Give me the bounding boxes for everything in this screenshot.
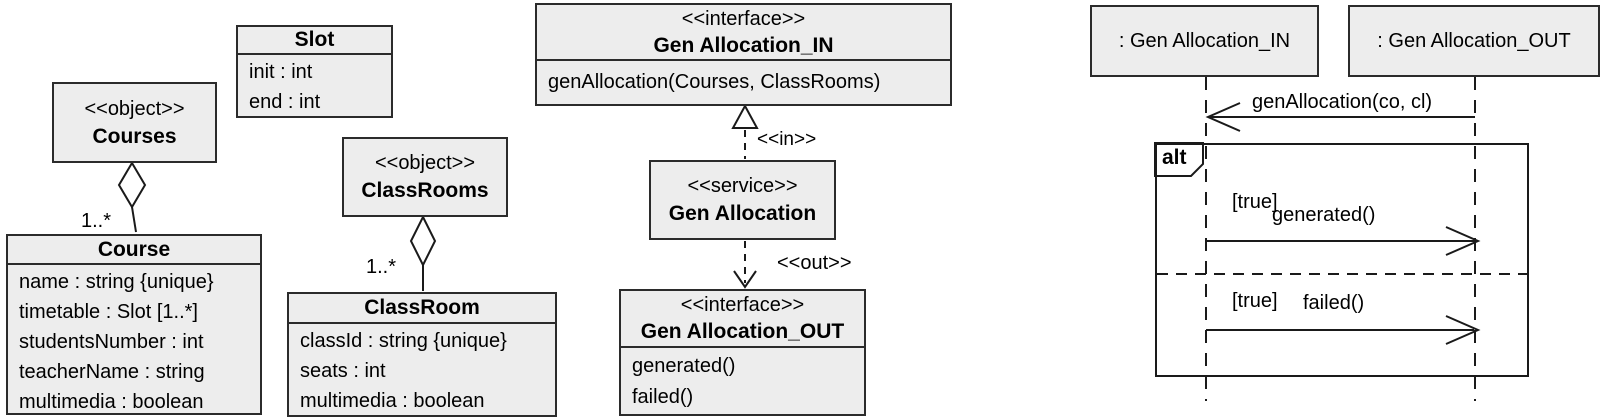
class-box-slot: Slot init : int end : int [236,25,393,118]
class-box-classroom: ClassRoom classId : string {unique} seat… [287,292,557,417]
class-name: Course [8,236,260,265]
class-attribute: end : int [249,91,321,113]
interface-operation: genAllocation(Courses, ClassRooms) [548,71,881,93]
realization-triangle-icon [731,103,759,129]
class-box-classrooms: <<object>> ClassRooms [342,137,508,217]
lifeline-head-gen-allocation-in: : Gen Allocation_IN [1090,5,1319,77]
fragment-operator-label: alt [1162,146,1187,169]
class-box-courses: <<object>> Courses [52,82,217,163]
class-name: Slot [238,27,391,55]
class-name: ClassRooms [361,179,489,202]
message-arrowhead-icon [1205,102,1241,132]
aggregation-edge-courses [131,206,137,233]
interface-name: Gen Allocation_IN [653,34,834,57]
multiplicity-label: 1..* [366,256,397,278]
lifeline-label: : Gen Allocation_IN [1118,29,1291,52]
edge-label-out: <<out>> [777,252,852,274]
aggregation-diamond-icon [409,214,437,268]
service-box-gen-allocation: <<service>> Gen Allocation [649,160,836,240]
service-name: Gen Allocation [668,202,817,225]
guard-label: [true] [1232,290,1278,312]
interface-box-gen-allocation-in: <<interface>> Gen Allocation_IN genAlloc… [535,3,952,106]
message-label: generated() [1272,204,1376,226]
class-name: Courses [92,124,177,148]
class-attribute: seats : int [300,360,386,382]
lifeline-label: : Gen Allocation_OUT [1377,29,1571,52]
message-label: genAllocation(co, cl) [1251,91,1433,113]
multiplicity-label: 1..* [81,210,112,232]
class-attribute: name : string {unique} [19,271,214,293]
class-box-course: Course name : string {unique} timetable … [6,234,262,415]
message-arrowhead-icon [1445,226,1481,256]
interface-operation: failed() [632,386,694,408]
class-name: ClassRoom [289,294,555,324]
interface-box-gen-allocation-out: <<interface>> Gen Allocation_OUT generat… [619,289,866,416]
stereotype-label: <<object>> [374,152,476,174]
stereotype-label: <<object>> [84,97,185,120]
class-attribute: timetable : Slot [1..*] [19,301,198,323]
lifeline-head-gen-allocation-out: : Gen Allocation_OUT [1348,5,1600,77]
dependency-arrowhead-icon [733,270,757,289]
class-attribute: multimedia : boolean [300,390,485,412]
interface-name: Gen Allocation_OUT [640,320,845,343]
class-attribute: studentsNumber : int [19,331,204,353]
class-attribute: multimedia : boolean [19,391,204,413]
aggregation-diamond-icon [117,161,147,209]
alt-fragment-frame [1155,143,1529,377]
message-label: failed() [1303,292,1365,314]
stereotype-label: <<interface>> [681,8,806,30]
class-attribute: init : int [249,61,313,83]
class-attribute: classId : string {unique} [300,330,507,352]
stereotype-label: <<service>> [687,175,798,197]
edge-label-in: <<in>> [757,129,817,150]
stereotype-label: <<interface>> [680,294,805,316]
message-arrowhead-icon [1445,315,1481,345]
class-attribute: teacherName : string [19,361,205,383]
interface-operation: generated() [632,355,736,377]
guard-label: [true] [1232,191,1278,213]
